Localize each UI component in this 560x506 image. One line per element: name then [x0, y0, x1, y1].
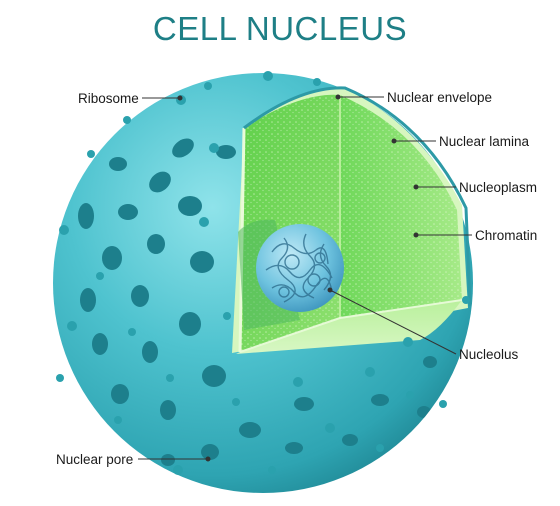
label-nuclear-pore: Nuclear pore: [56, 452, 133, 467]
nucleolus: [238, 219, 344, 330]
diagram-title: CELL NUCLEUS: [152, 10, 408, 47]
leader-lines: [138, 94, 472, 462]
ribosome-dots: [56, 71, 470, 475]
label-ribosome: Ribosome: [78, 91, 139, 106]
label-nuclear-lamina: Nuclear lamina: [439, 134, 530, 149]
label-nucleoplasm: Nucleoplasm: [459, 180, 537, 195]
label-chromatin: Chromatin: [475, 228, 537, 243]
label-nucleolus: Nucleolus: [459, 347, 519, 362]
label-nuclear-envelope: Nuclear envelope: [387, 90, 492, 105]
